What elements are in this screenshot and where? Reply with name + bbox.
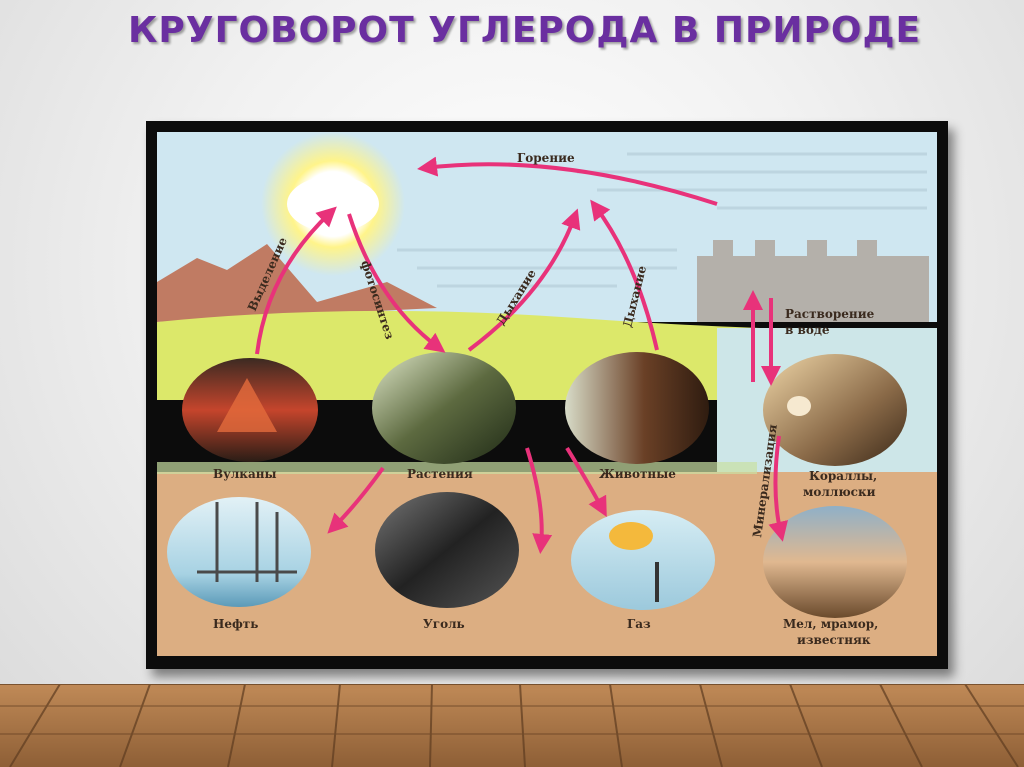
- cycle-arrows: [255, 156, 788, 554]
- soil-border: [157, 462, 757, 474]
- wooden-floor: [0, 684, 1024, 767]
- label-gas: Газ: [627, 617, 651, 631]
- label-plants: Растения: [407, 467, 473, 481]
- sun-core: [287, 176, 379, 232]
- label-dissolution-line2: в воде: [785, 323, 830, 337]
- gas-image: [571, 510, 715, 610]
- corals-image: [763, 354, 907, 466]
- pearl-icon: [787, 396, 811, 416]
- arrow-to-oil: [327, 466, 385, 534]
- arrow-to-coal: [525, 447, 553, 554]
- arrow-release: [255, 206, 337, 355]
- label-oil: Нефть: [213, 617, 258, 631]
- chalk-image: [763, 506, 907, 618]
- label-animals: Животные: [599, 467, 676, 481]
- plants-image: [372, 352, 516, 464]
- arrow-mineralization: [768, 435, 788, 542]
- arrow-combustion: [417, 156, 718, 206]
- coal-image: [375, 492, 519, 608]
- label-combustion: Горение: [517, 151, 575, 165]
- arrow-photosynthesis: [347, 213, 446, 353]
- animals-image: [565, 352, 709, 464]
- carbon-cycle-diagram: Горение Выделение фотосинтез Дыхание Дых…: [157, 132, 937, 656]
- label-corals-line1: Кораллы,: [809, 469, 877, 483]
- arrow-respiration-animals: [590, 199, 659, 351]
- arrow-respiration-plants: [467, 208, 581, 352]
- gas-flare-icon: [609, 522, 659, 602]
- factory: [697, 240, 929, 322]
- label-chalk-line2: известняк: [797, 633, 871, 647]
- oil-image: [167, 497, 311, 607]
- label-chalk-line1: Мел, мрамор,: [783, 617, 878, 631]
- oil-rig-icon: [197, 502, 297, 582]
- slide-title: КРУГОВОРОТ УГЛЕРОДА В ПРИРОДЕ: [128, 10, 922, 51]
- picture-frame: Горение Выделение фотосинтез Дыхание Дых…: [146, 121, 948, 669]
- label-dissolution-line1: Растворение: [785, 307, 875, 321]
- label-coal: Уголь: [423, 617, 465, 631]
- arrow-to-gas: [565, 446, 607, 518]
- floor-planks: [0, 684, 1024, 767]
- mountains: [157, 244, 437, 322]
- label-volcanoes: Вулканы: [213, 467, 277, 481]
- lava-icon: [217, 378, 277, 432]
- label-corals-line2: моллюски: [803, 485, 876, 499]
